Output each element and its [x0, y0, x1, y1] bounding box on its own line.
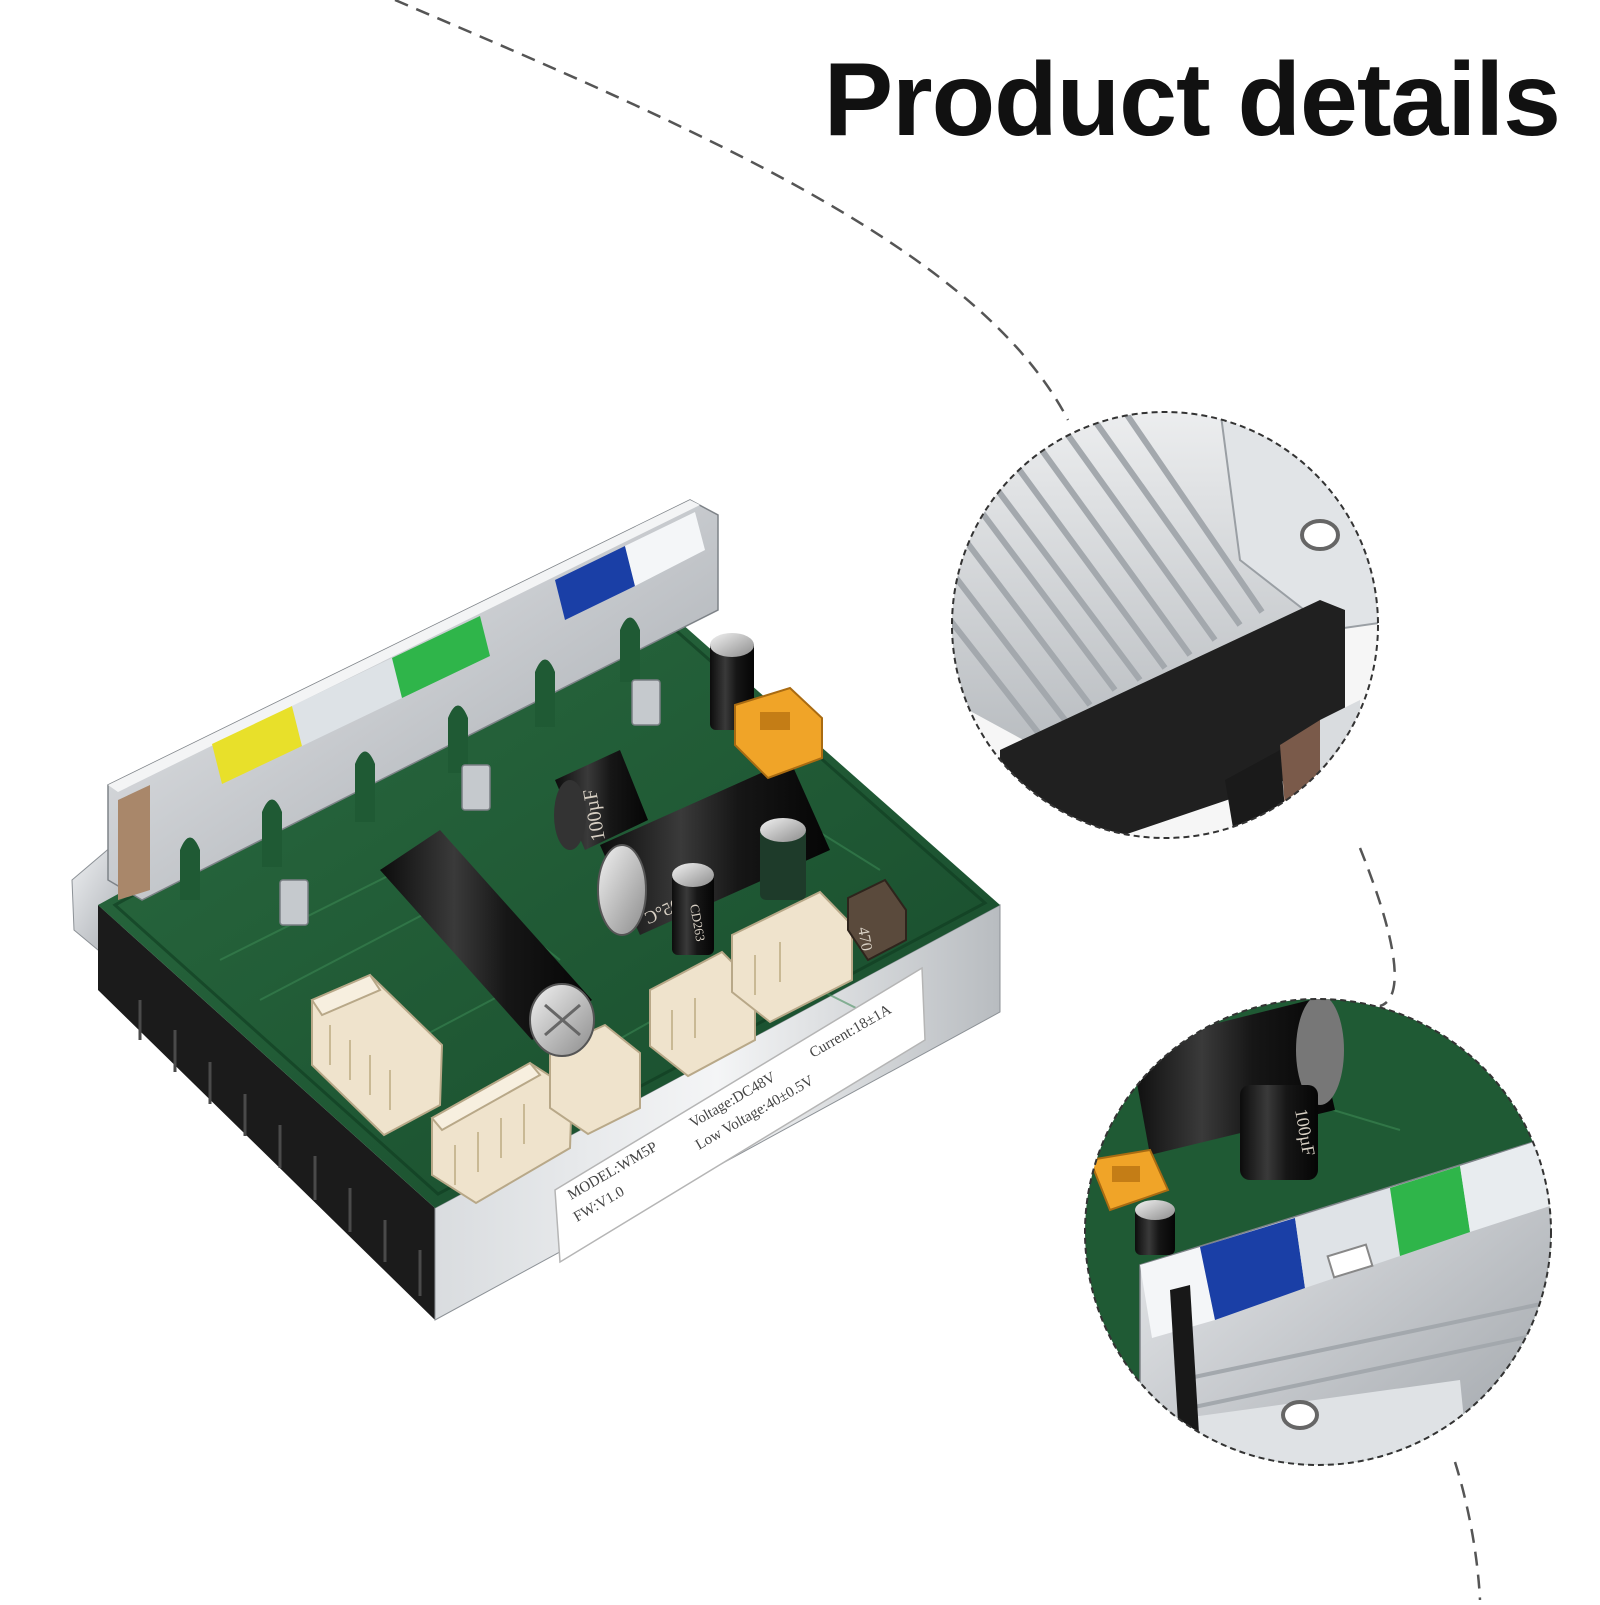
mosfet-heatsink-bracket	[107, 499, 719, 901]
yellow-sticker	[212, 706, 302, 784]
connector-4pin-a	[649, 950, 756, 1078]
small-capacitor: CD263	[672, 863, 714, 955]
page-title: Product details	[823, 42, 1561, 158]
zoomed-light-sticker	[1295, 1188, 1400, 1288]
inductor: 470	[847, 878, 907, 962]
spec-label-sticker: MODEL:WM5P Voltage:DC48V Current:18±1A F…	[554, 966, 926, 1264]
xt30-power-connector	[734, 686, 823, 780]
small-capacitor-green	[760, 818, 806, 900]
large-capacitor	[380, 830, 595, 1057]
green-sticker	[392, 616, 490, 698]
horizontal-capacitor: 105°C	[597, 760, 830, 936]
capacitor-100uf: 100µF	[554, 750, 648, 850]
dashed-guide-curve-bottom	[1453, 1461, 1482, 1601]
blue-sticker	[555, 546, 635, 620]
dashed-guide-curve-lower	[1358, 847, 1396, 1008]
phase-terminals	[279, 679, 661, 926]
zoomed-heatsink-fins	[952, 412, 1378, 838]
white-sticker	[292, 658, 402, 746]
zoom-circle-stickers: 100µF	[1084, 998, 1552, 1466]
mounting-hole	[1300, 519, 1340, 551]
zoom-circle-border-top	[951, 411, 1379, 839]
zoomed-blue-sticker	[1200, 1218, 1305, 1320]
zoomed-green-sticker	[1390, 1166, 1470, 1256]
dashed-guide-curve	[394, 0, 1070, 421]
zoom-circle-border-bottom	[1084, 998, 1552, 1466]
connector-4pin-b	[731, 890, 853, 1024]
zoomed-capacitor-100uf: 100µF	[1240, 1085, 1319, 1180]
white-sticker-end	[625, 512, 705, 586]
zoomed-end-sticker	[1460, 1140, 1550, 1232]
connector-6pin	[310, 973, 444, 1137]
zoomed-mounting-hole	[1281, 1400, 1319, 1430]
zoom-circle-heatsink	[951, 411, 1379, 839]
inductor-marking: 470	[854, 926, 875, 953]
motor-controller-board: MODEL:WM5P Voltage:DC48V Current:18±1A F…	[71, 499, 1001, 1321]
small-capacitor-marking: CD263	[687, 903, 708, 943]
